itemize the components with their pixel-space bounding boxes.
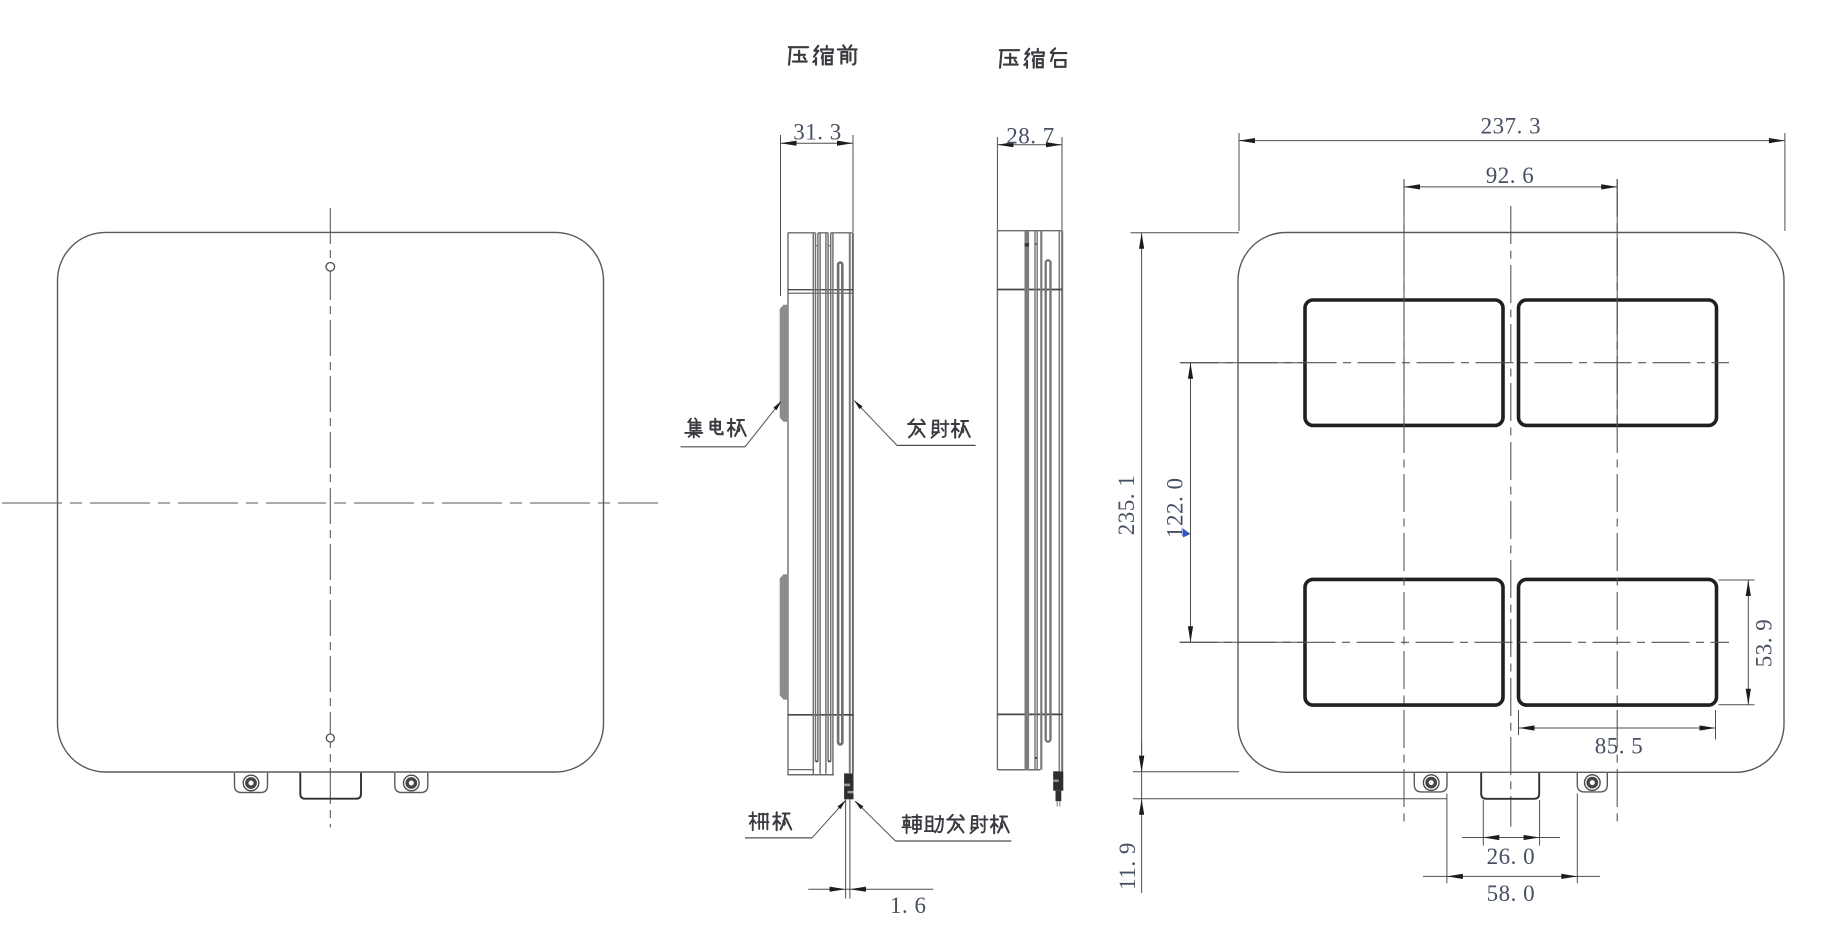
svg-text:31. 3: 31. 3 <box>793 120 842 145</box>
svg-text:11. 9: 11. 9 <box>1115 842 1140 890</box>
svg-text:122. 0: 122. 0 <box>1163 477 1188 538</box>
svg-text:92. 6: 92. 6 <box>1486 163 1535 188</box>
svg-text:58. 0: 58. 0 <box>1487 881 1536 906</box>
svg-text:28. 7: 28. 7 <box>1006 124 1055 149</box>
svg-text:85. 5: 85. 5 <box>1595 734 1644 759</box>
svg-text:237. 3: 237. 3 <box>1481 114 1542 139</box>
svg-text:26. 0: 26. 0 <box>1487 844 1536 869</box>
svg-text:235. 1: 235. 1 <box>1114 475 1139 536</box>
svg-text:53. 9: 53. 9 <box>1752 619 1777 668</box>
svg-text:1. 6: 1. 6 <box>890 893 927 918</box>
